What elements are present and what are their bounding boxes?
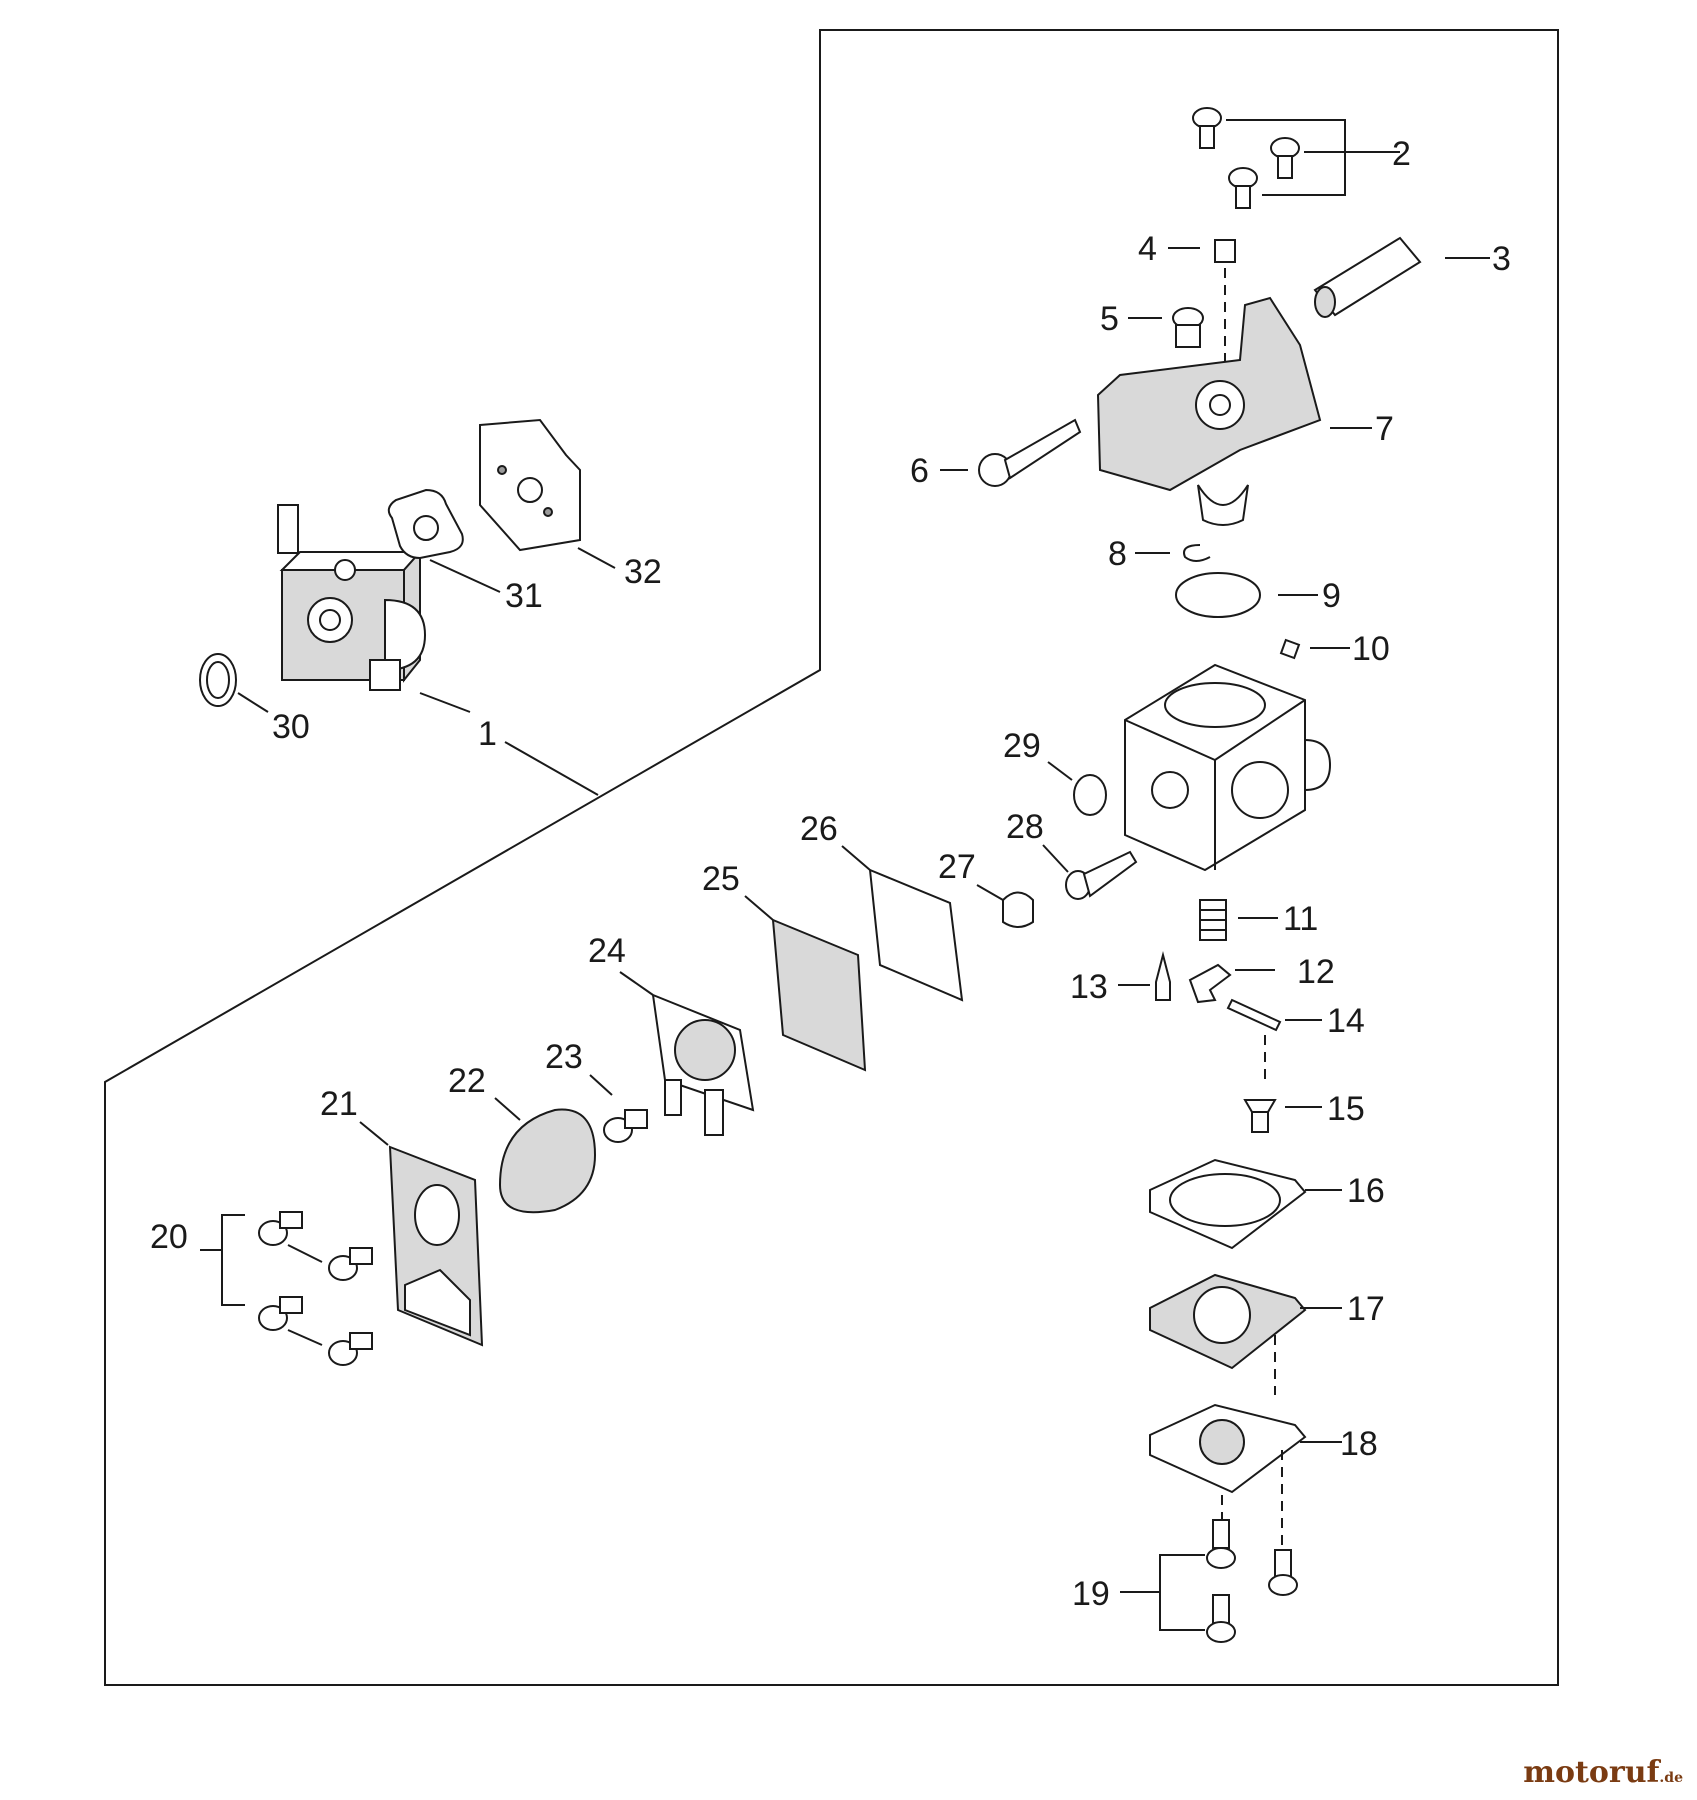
part-label-27: 27: [938, 848, 976, 886]
part-label-22: 22: [448, 1062, 486, 1100]
plug-27: [1002, 891, 1034, 928]
screw-6: [978, 418, 1082, 487]
watermark-logo: motoruf.de: [1523, 1755, 1683, 1790]
primer-bulb-22: [498, 1108, 597, 1214]
cover-21: [388, 1145, 484, 1347]
frame-leader: [504, 741, 599, 796]
part-label-13: 13: [1070, 968, 1108, 1006]
gasket-31: [387, 488, 464, 560]
part-label-6: 6: [910, 452, 929, 490]
cover-18: [1149, 1403, 1307, 1494]
carburetor-assembly: [277, 504, 427, 691]
part-label-18: 18: [1340, 1425, 1378, 1463]
needle-13: [1155, 951, 1171, 1001]
screws-20: [258, 1211, 373, 1366]
seal-29: [1073, 774, 1107, 816]
screw-5: [1172, 307, 1204, 348]
part-label-25: 25: [702, 860, 740, 898]
lever-12: [1188, 963, 1232, 1004]
part-label-12: 12: [1297, 953, 1335, 991]
part-label-24: 24: [588, 932, 626, 970]
pump-body-24: [651, 993, 755, 1136]
part-label-8: 8: [1108, 535, 1127, 573]
part-label-26: 26: [800, 810, 838, 848]
diaphragm-17: [1149, 1273, 1307, 1370]
needle-28: [1065, 850, 1138, 900]
screws-2: [1192, 107, 1300, 209]
clip-8: [1183, 544, 1211, 562]
part-label-15: 15: [1327, 1090, 1365, 1128]
part-label-29: 29: [1003, 727, 1041, 765]
part-label-23: 23: [545, 1038, 583, 1076]
part-label-14: 14: [1327, 1002, 1365, 1040]
screw-15: [1243, 1099, 1277, 1133]
part-label-28: 28: [1006, 808, 1044, 846]
part-label-1: 1: [478, 715, 497, 753]
part-label-3: 3: [1492, 240, 1511, 278]
part-label-10: 10: [1352, 630, 1390, 668]
part-label-31: 31: [505, 577, 543, 615]
part-label-11: 11: [1283, 900, 1318, 938]
part-label-2: 2: [1392, 135, 1411, 173]
o-ring-9: [1175, 572, 1261, 618]
watermark-text: motoruf: [1523, 1755, 1660, 1790]
watermark-suffix: .de: [1659, 1770, 1683, 1786]
shaft-3: [1313, 236, 1422, 318]
part-label-7: 7: [1375, 410, 1394, 448]
plate-32: [479, 418, 581, 552]
part-label-9: 9: [1322, 577, 1341, 615]
plug-10: [1279, 638, 1301, 660]
part-label-4: 4: [1138, 230, 1157, 268]
part-label-17: 17: [1347, 1290, 1385, 1328]
detail-frame: [104, 29, 1559, 1686]
screw-23: [603, 1109, 648, 1143]
part-label-21: 21: [320, 1085, 358, 1123]
throttle-body-7: [1096, 296, 1322, 526]
part-label-19: 19: [1072, 1575, 1110, 1613]
plate-25: [771, 918, 867, 1072]
carburetor-body: [1124, 663, 1332, 872]
part-label-20: 20: [150, 1218, 188, 1256]
part-label-32: 32: [624, 553, 662, 591]
cap-4: [1214, 239, 1236, 263]
screws-19: [1206, 1519, 1298, 1643]
part-label-5: 5: [1100, 300, 1119, 338]
gasket-16: [1149, 1158, 1307, 1250]
part-label-16: 16: [1347, 1172, 1385, 1210]
o-ring-30: [199, 653, 237, 707]
pin-14: [1226, 998, 1282, 1032]
gasket-26: [868, 868, 964, 1002]
part-label-30: 30: [272, 708, 310, 746]
spring-11: [1199, 899, 1227, 941]
